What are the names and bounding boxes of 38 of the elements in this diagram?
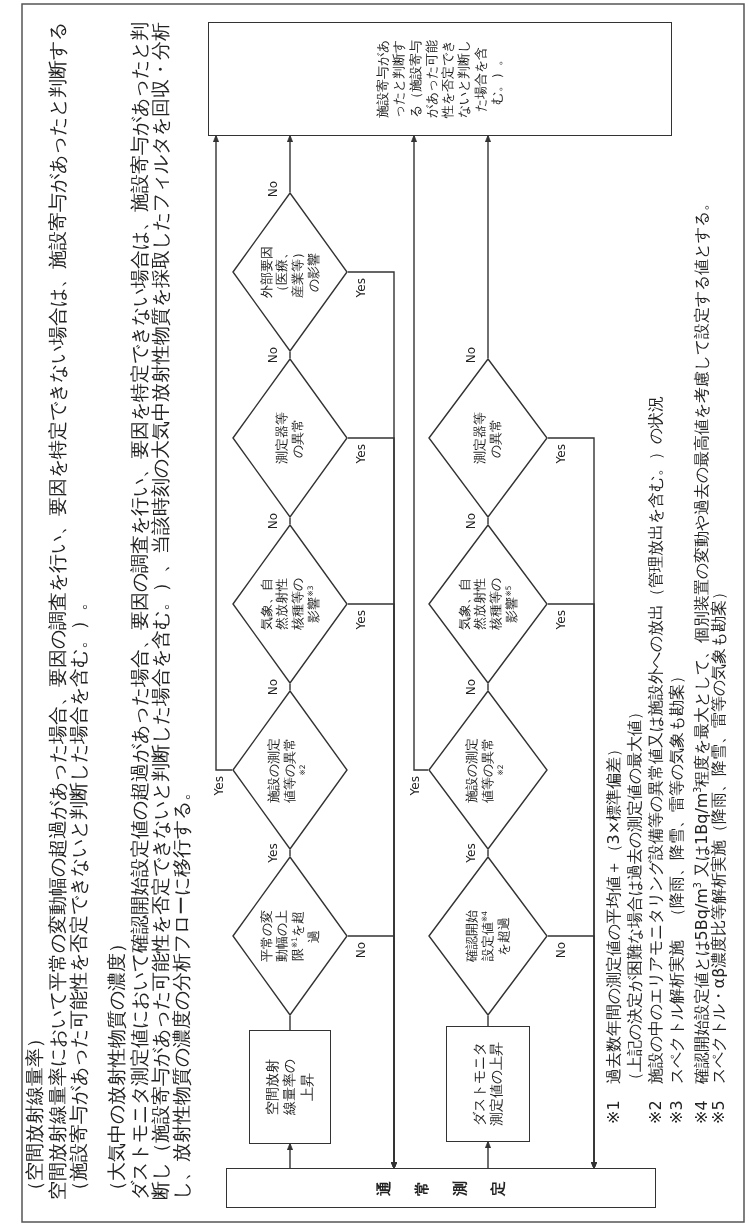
connector-line <box>289 517 291 525</box>
footnote: ※1 過去数年間の測定値の平均値＋（3×標準偏差） <box>604 739 624 1124</box>
note-text: 空間放射線量率において平常の変動幅の超過があった場合、要因の調査を行い、要因を特定できない場合は、施設寄与があったと判断する（施設寄与があった可能性を否定できないと判断した場合を含む。）。 <box>47 21 89 1200</box>
connector-line <box>289 351 291 359</box>
edge-label: Yes <box>408 775 422 797</box>
note-text: ダストモニタ測定値において確認開始設定値の超過があった場合、要因の調査を行い、要因を特定できない場合は、施設寄与があったと判断し（施設寄与があった可能性を否定できないと判断した場合を含む。）、当該時刻の大気中放射性物質を採取したフィルタを回収・分析し、放射性物質の濃度の分析フローに移行する。 <box>129 21 192 1200</box>
connector-line <box>487 517 489 525</box>
note-text: （空間放射線量率） <box>24 1028 45 1200</box>
edge-label: No <box>464 345 478 365</box>
edge-label: Yes <box>354 609 368 631</box>
process-box: 通常測定 <box>226 1168 656 1208</box>
footnote: ※3 スペクトル解析実施 （降雨、降雪、雷等の気象も勘案） <box>667 667 687 1124</box>
edge-label: No <box>554 941 568 960</box>
connector-line <box>487 1015 489 1027</box>
note-text: （大気中の放射性物質の濃度） <box>106 933 127 1200</box>
edge-label: No <box>354 941 368 960</box>
connector-line <box>289 1015 291 1031</box>
footnote: （上記の決定が困難な場合は過去の測定値の最大値） <box>625 703 645 1088</box>
edge-label: Yes <box>554 443 568 465</box>
connector-line <box>487 849 489 857</box>
arrow <box>547 437 598 1170</box>
connector-line <box>289 683 291 691</box>
edge-label: Yes <box>354 443 368 465</box>
edge-label: Yes <box>554 609 568 631</box>
result-box: 施設寄与があったと判断する（施設寄与があった可能性を否定できないと判断した場合を含む。）。 <box>208 22 672 136</box>
edge-label: Yes <box>354 277 368 299</box>
edge-label: Yes <box>212 775 226 797</box>
connector-line <box>487 683 489 691</box>
process-box: ダストモニタ測定値の上昇 <box>446 1026 530 1142</box>
arrow <box>286 134 294 193</box>
arrow <box>286 1142 294 1169</box>
arrow <box>484 1140 492 1169</box>
footnote: ※2 施設の中のエリアモニタリング設備等の異常値又は施設外への放出（管理放出を含む。）の状況 <box>646 395 666 1124</box>
edge-label: No <box>266 179 280 199</box>
process-box: 空間放射線量率の上昇 <box>249 1030 331 1144</box>
arrow <box>410 134 429 771</box>
connector-line <box>289 849 291 857</box>
footnote: ※5 スペクトル・αβ濃度比等解析実施（降雨、降雪、雷等の気象も勘案） <box>709 582 729 1124</box>
